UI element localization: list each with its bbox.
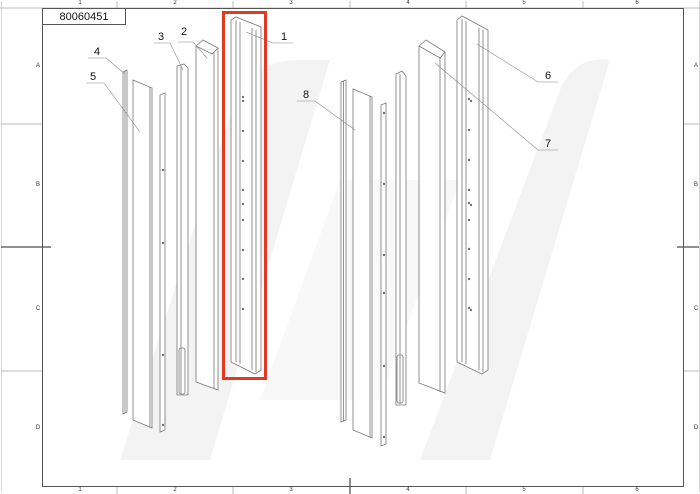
column-label-top-6: 6 [635,0,639,6]
row-label-right-d: D [693,425,699,431]
callout-1[interactable]: 1 [281,31,288,43]
side-profile-a [159,92,166,433]
part-8-profile [340,79,347,423]
callout-4[interactable]: 4 [94,46,101,58]
row-label-right-a: A [693,63,698,69]
row-label-right-b: B [693,182,698,188]
part-3-profile [176,63,189,396]
column-label-top-2: 2 [173,0,177,6]
part-5-panel [132,79,153,429]
row-label-right-c: C [693,306,699,312]
callout-8[interactable]: 8 [303,89,310,101]
side-profile-b [380,102,387,447]
callout-3[interactable]: 3 [158,31,165,43]
callout-7[interactable]: 7 [545,138,552,150]
column-label-top-5: 5 [522,0,526,6]
column-label-bottom-3: 3 [289,487,293,493]
column-label-top-4: 4 [406,0,410,6]
part-2-cover [195,39,219,391]
profile-c [395,70,407,406]
column-label-bottom-5: 5 [522,487,526,493]
part-1-highlight-box[interactable] [222,11,267,380]
column-label-bottom-6: 6 [635,487,639,493]
callout-2[interactable]: 2 [181,26,188,38]
part-number-box: 80060451 [42,8,126,25]
column-label-top-1: 1 [78,0,82,6]
column-label-bottom-1: 1 [78,487,82,493]
row-label-left-d: D [35,425,41,431]
column-label-bottom-4: 4 [406,487,410,493]
part-8-panel [352,88,373,439]
leader-lines [86,31,558,151]
row-label-left-c: C [35,306,41,312]
callout-6[interactable]: 6 [545,70,552,82]
part-1-column [230,16,262,375]
part-4-profile [122,69,128,415]
row-label-left-b: B [35,182,40,188]
row-label-left-a: A [35,63,40,69]
part-7-cover [418,39,446,394]
callout-5[interactable]: 5 [90,71,97,83]
column-label-bottom-2: 2 [173,487,177,493]
column-label-top-3: 3 [289,0,293,6]
part-6-column [456,15,489,375]
